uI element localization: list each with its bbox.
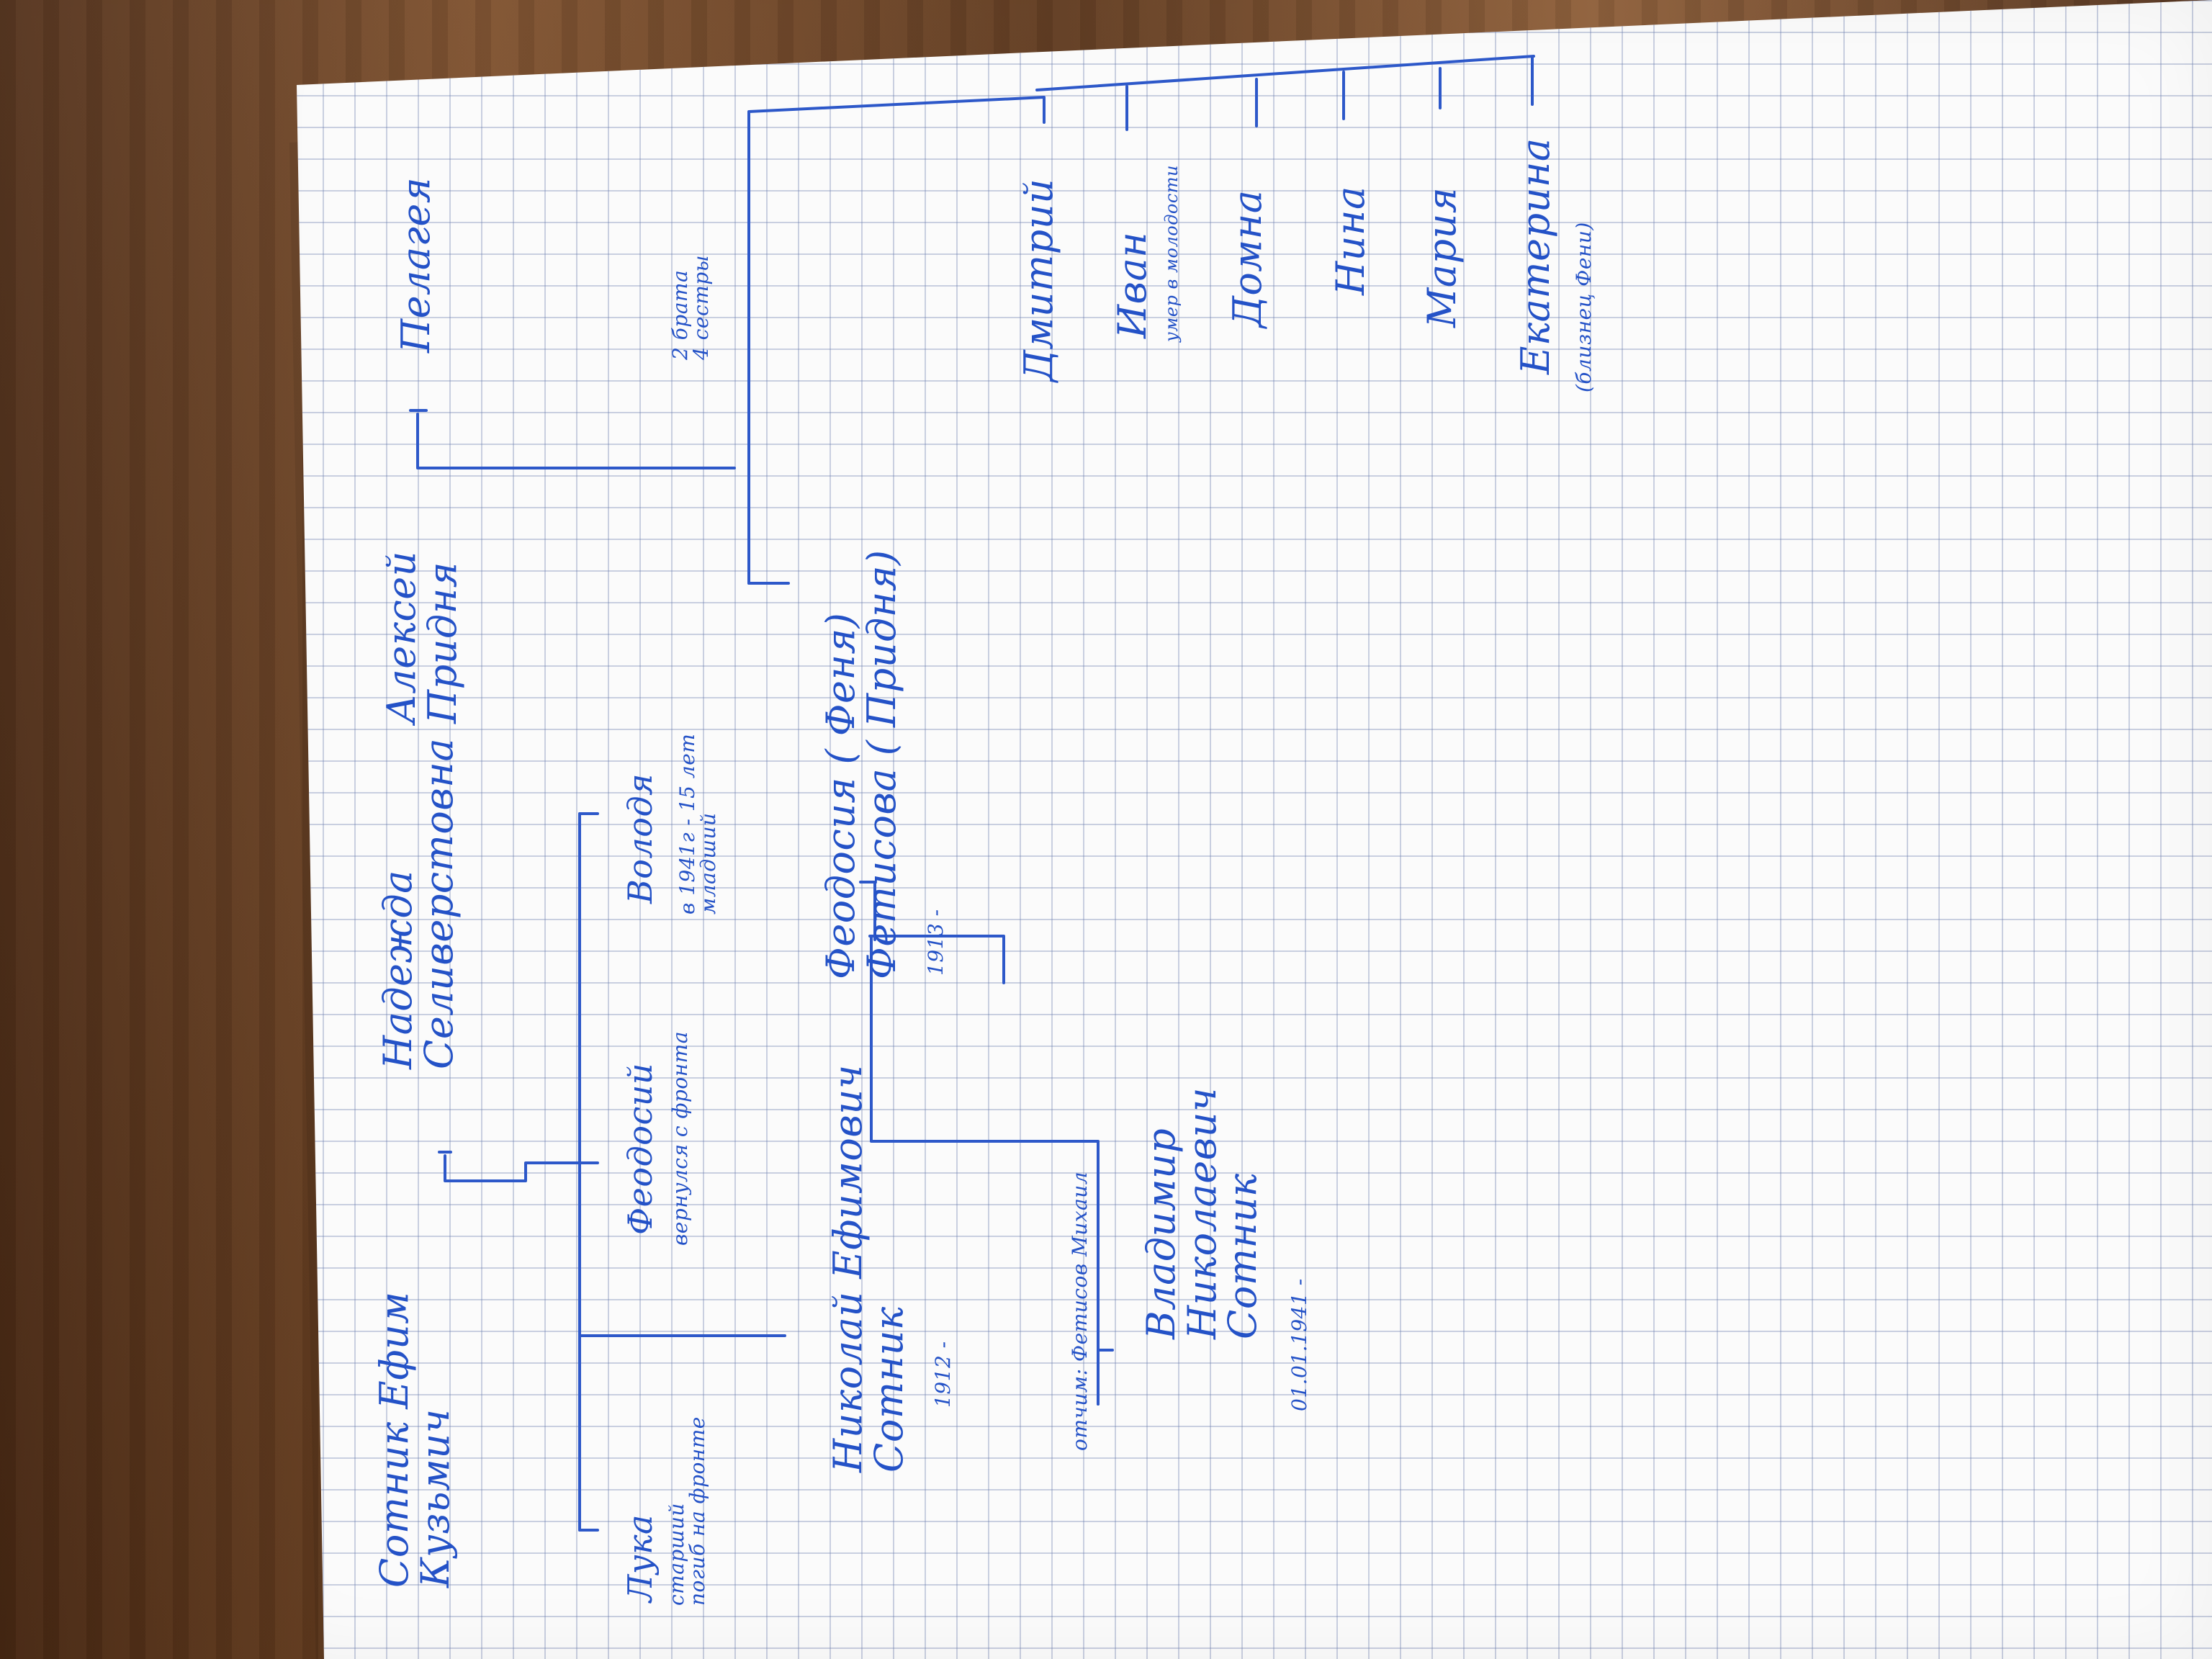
right-siblings-top-bar (1035, 55, 1535, 91)
person-ivan: Иван (1110, 231, 1155, 338)
pridnya-children-box (747, 96, 1046, 585)
vladimir-branch (870, 935, 1100, 1172)
grid-paper-sheet (297, 0, 2212, 1659)
person-sotnik-efim: Сотник Ефим Кузьмич (372, 1291, 458, 1588)
person-volodya: Володя (621, 773, 660, 904)
year-nikolai: 1912 - (931, 1341, 955, 1408)
stepfather-label: отчим: Фетисов Михаил (1068, 1171, 1092, 1451)
sotnik-family-stem (444, 1154, 581, 1182)
person-mariya: Мария (1419, 186, 1465, 328)
person-ekaterina: Екатерина (1513, 138, 1558, 374)
person-nadezhda: Надежда Селиверстовна (375, 737, 462, 1069)
note-ekaterina: (близнец Фени) (1572, 222, 1596, 392)
family-count-note: 2 брата 4 сестры (668, 255, 714, 360)
person-nina: Нина (1328, 186, 1373, 295)
pridnya-family-stem (416, 413, 736, 469)
nikolai-feodosia-link (859, 881, 876, 941)
person-dmitrii: Дмитрий (1016, 178, 1061, 382)
bottom-family-hook (1097, 1349, 1114, 1406)
date-vladimir: 01.01.1941 - (1287, 1278, 1311, 1411)
nikolai-feodosia-bridge (868, 935, 1005, 984)
note-feodosii: вернулся с фронта (668, 1031, 692, 1246)
person-vladimir: Владимир Николаевич Сотник (1138, 1087, 1266, 1339)
person-feodosia: Феодосия ( Феня) Фетисова ( Придня) (818, 549, 904, 979)
person-domna: Домна (1225, 189, 1270, 328)
person-feodosii: Феодосий (621, 1063, 660, 1235)
year-feodosia: 1913 - (924, 909, 948, 976)
person-nikolai: Николай Ефимович Сотник (825, 1064, 912, 1473)
person-aleksei-pridnya: Алексей Придня (379, 551, 465, 724)
note-luka: старший погиб на фронте (665, 1416, 710, 1606)
note-volodya: в 1941г - 15 лет младший (675, 733, 721, 914)
person-luka: Лука (621, 1514, 660, 1602)
note-ivan: умер в молодости (1161, 164, 1182, 342)
person-pelageya: Пелагея (393, 176, 439, 353)
